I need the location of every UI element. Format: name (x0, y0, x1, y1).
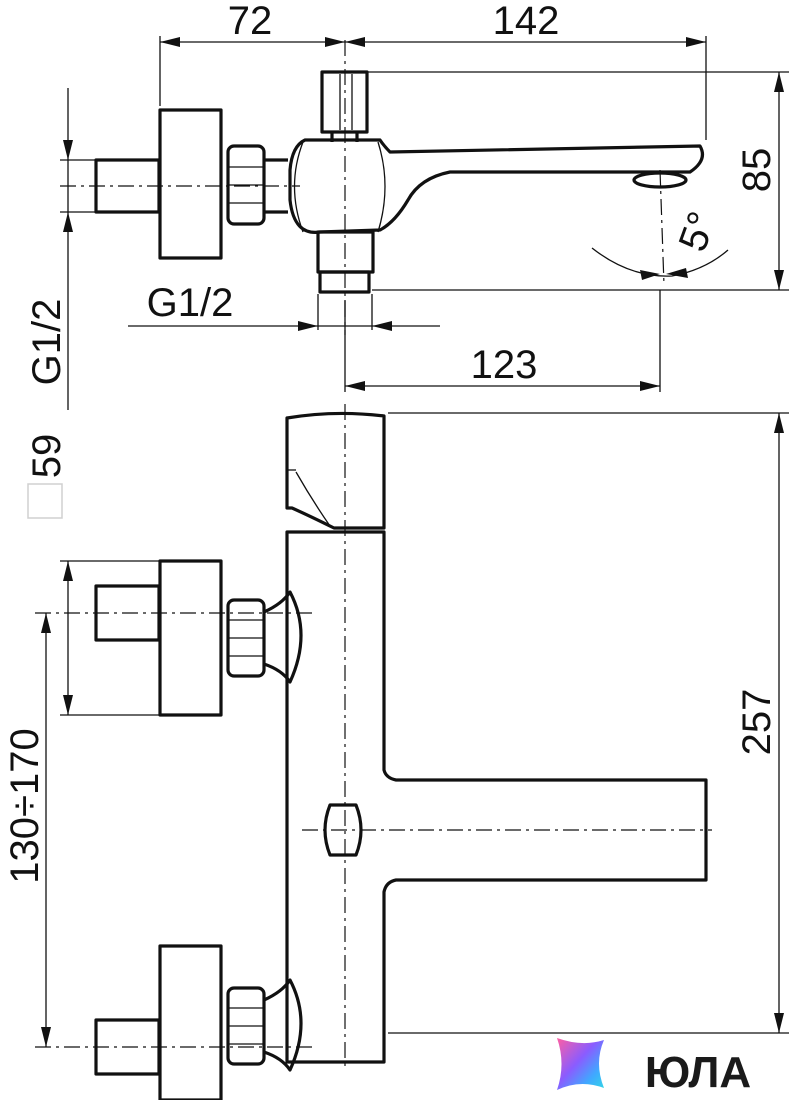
front-body (285, 530, 708, 1064)
dim-inlet-spacing: 130÷170 (3, 728, 47, 883)
dim-thread-vertical: G1/2 (25, 299, 69, 386)
logo-star-icon (557, 1038, 604, 1090)
top-body-spout (288, 138, 704, 234)
dim-spout-reach: 123 (471, 343, 538, 387)
front-view (35, 404, 712, 1100)
dim-width-left: 72 (228, 0, 273, 43)
top-flange (158, 108, 223, 260)
dim-thread-horizontal: G1/2 (147, 281, 234, 325)
front-upper-inlet (94, 559, 303, 717)
top-hex-nut (226, 144, 288, 226)
front-lower-inlet (94, 944, 303, 1100)
top-dimensions (60, 36, 789, 410)
front-dimensions (41, 412, 789, 1047)
dim-height-top-right: 85 (735, 148, 779, 193)
front-handle (285, 411, 386, 530)
dim-angle: 5° (671, 206, 725, 257)
logo-text: ЮЛА (645, 1048, 751, 1097)
dim-diameter: 59 (25, 434, 69, 479)
diameter-label: 59 (25, 434, 69, 519)
front-boss (323, 803, 363, 857)
top-view (60, 40, 704, 335)
diameter-symbol-box (27, 483, 63, 519)
dim-total-height: 257 (735, 689, 779, 756)
dim-width-right: 142 (493, 0, 560, 43)
yula-logo: ЮЛА (557, 1038, 751, 1097)
